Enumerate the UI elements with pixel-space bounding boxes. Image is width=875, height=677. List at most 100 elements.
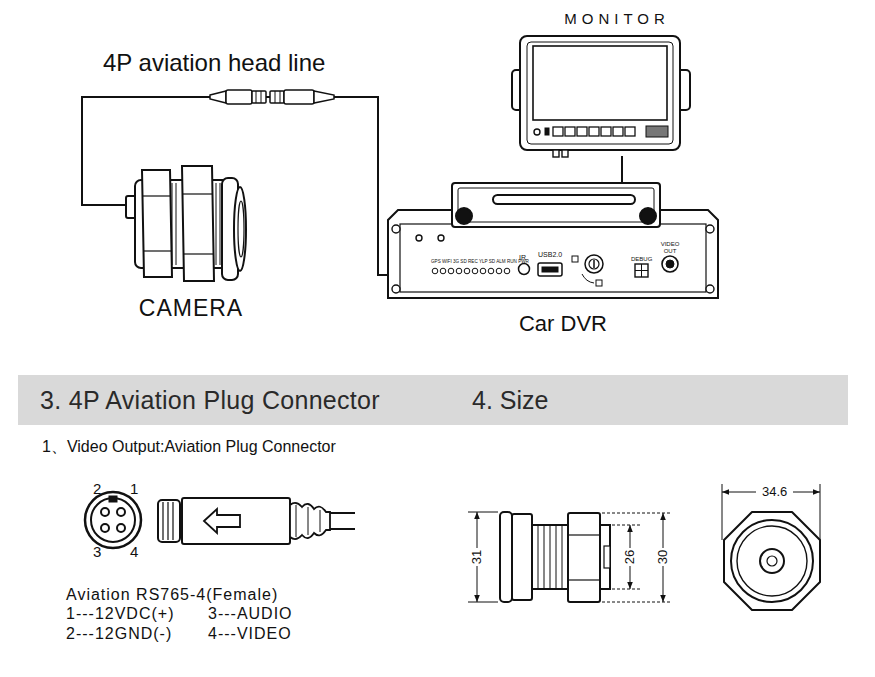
car-dvr-drawing-part	[400, 224, 706, 292]
size-side-view-part	[568, 534, 600, 535]
size-side-view	[500, 512, 610, 602]
car-dvr-drawing-part	[432, 268, 438, 274]
dimension-lines	[468, 484, 820, 602]
car-dvr-drawing-part	[666, 260, 674, 268]
size-front-view-part	[760, 549, 784, 573]
port-label: IR	[519, 254, 526, 261]
dimension-lines-part	[612, 525, 640, 526]
camera-drawing-part	[184, 253, 214, 254]
dimension-lines-part	[663, 513, 664, 548]
dimension-lines-part	[663, 566, 664, 602]
section-heading: 3. 4P Aviation Plug Connector	[40, 387, 380, 413]
pin-assignment: 4---VIDEO	[208, 626, 292, 643]
connector-face-drawing-part	[85, 492, 141, 548]
dimension-lines-part	[468, 512, 498, 513]
car-dvr-drawing-part	[448, 268, 454, 274]
car-dvr-drawing-part	[458, 188, 654, 222]
camera-drawing-part	[182, 166, 214, 281]
aviation-plug-drawing-part	[204, 509, 240, 533]
dimension-lines-part	[477, 566, 478, 602]
pin-number: 1	[130, 481, 138, 497]
size-side-view-part	[500, 512, 512, 602]
dimension-lines-part	[793, 492, 820, 493]
inline-aviation-plug-part	[226, 90, 252, 104]
car-dvr-drawing-part	[538, 263, 562, 276]
car-dvr-drawing-part	[496, 268, 502, 274]
inline-aviation-plug-part	[280, 91, 281, 103]
camera-node: CAMERA	[125, 160, 250, 325]
inline-aviation-plug-part	[270, 91, 284, 103]
car-dvr-drawing-part	[456, 268, 462, 274]
size-front-view-part	[731, 520, 813, 602]
dimension-lines-part	[612, 589, 640, 590]
car-dvr-drawing-part	[472, 268, 478, 274]
device-label: MONITOR	[528, 11, 706, 27]
aviation-plug-drawing-part	[290, 503, 330, 539]
monitor-drawing-part	[613, 127, 623, 136]
camera-drawing-part	[238, 201, 244, 257]
car-dvr-drawing-part	[640, 208, 656, 224]
monitor-drawing-part	[533, 46, 667, 120]
port-label: USB2.0	[538, 251, 562, 258]
connector-face-drawing-part	[91, 498, 135, 542]
size-side-view-part	[568, 579, 600, 580]
car-dvr-drawing-part	[662, 256, 678, 272]
size-side-view-part	[532, 525, 568, 589]
pin-assignment: 3---AUDIO	[208, 606, 293, 623]
monitor-drawing-part	[553, 127, 563, 136]
pin-number: 3	[93, 544, 101, 560]
car-dvr-drawing-part	[572, 256, 578, 262]
car-dvr-drawing-part	[596, 280, 602, 286]
car-dvr-drawing-part	[504, 268, 510, 274]
section-heading: 4. Size	[472, 387, 548, 413]
aviation-plug-drawing-part	[182, 498, 290, 544]
monitor-drawing-part	[534, 129, 540, 135]
camera-drawing-part	[144, 250, 172, 251]
connector-model: Aviation RS765-4(Female)	[66, 587, 278, 604]
dimension-value: 30	[656, 550, 670, 564]
dimension-lines-part	[477, 512, 478, 548]
camera-drawing-part	[142, 170, 172, 277]
dimension-lines-part	[602, 513, 672, 514]
device-label: CAMERA	[125, 296, 257, 320]
inline-aviation-plug	[210, 90, 334, 104]
indicator-label: GPS WIFI 3G SD REC YLP SD ALM RUN PWR	[431, 260, 529, 265]
port-label: DEBUG	[631, 256, 652, 262]
monitor-node: MONITOR	[512, 8, 690, 156]
monitor-drawing-part	[577, 127, 587, 136]
cable-connector	[621, 156, 623, 183]
car-dvr-drawing-part	[438, 235, 444, 241]
car-dvr-drawing-part	[464, 268, 470, 274]
dimension-lines-part	[630, 525, 631, 548]
monitor-drawing-part	[589, 127, 599, 136]
connector-face-drawing-part	[117, 524, 125, 532]
car-dvr-drawing-part	[589, 259, 599, 269]
car-dvr-drawing-part	[452, 183, 660, 227]
car-dvr-drawing-part	[706, 285, 714, 293]
camera-drawing	[126, 166, 246, 281]
car-dvr-drawing-part	[585, 255, 603, 273]
car-dvr-drawing-part	[392, 285, 400, 293]
section-subheading: 1、Video Output:Aviation Plug Connector	[42, 439, 336, 456]
size-front-view-part	[767, 556, 777, 566]
size-front-view	[724, 512, 820, 610]
car-dvr-drawing-part	[706, 225, 714, 233]
dimension-value: 34.6	[762, 485, 787, 499]
car-dvr-drawing-part	[480, 268, 486, 274]
inline-aviation-plug-part	[256, 91, 257, 103]
aviation-plug-drawing-part	[296, 505, 320, 537]
car-dvr-drawing-part	[542, 267, 558, 272]
size-side-view-part	[604, 546, 610, 568]
monitor-drawing-part	[527, 42, 673, 144]
connector-face-drawing-part	[117, 508, 125, 516]
monitor-drawing-part	[601, 127, 611, 136]
car-dvr-drawing-part	[635, 264, 648, 277]
dimension-lines-part	[722, 492, 756, 493]
aviation-plug-drawing-part	[163, 502, 173, 540]
pin-assignment: 2---12GND(-)	[66, 626, 172, 643]
car-dvr-drawing-part	[456, 208, 472, 224]
car-dvr-drawing-part	[635, 270, 648, 271]
pin-number: 2	[93, 481, 101, 497]
